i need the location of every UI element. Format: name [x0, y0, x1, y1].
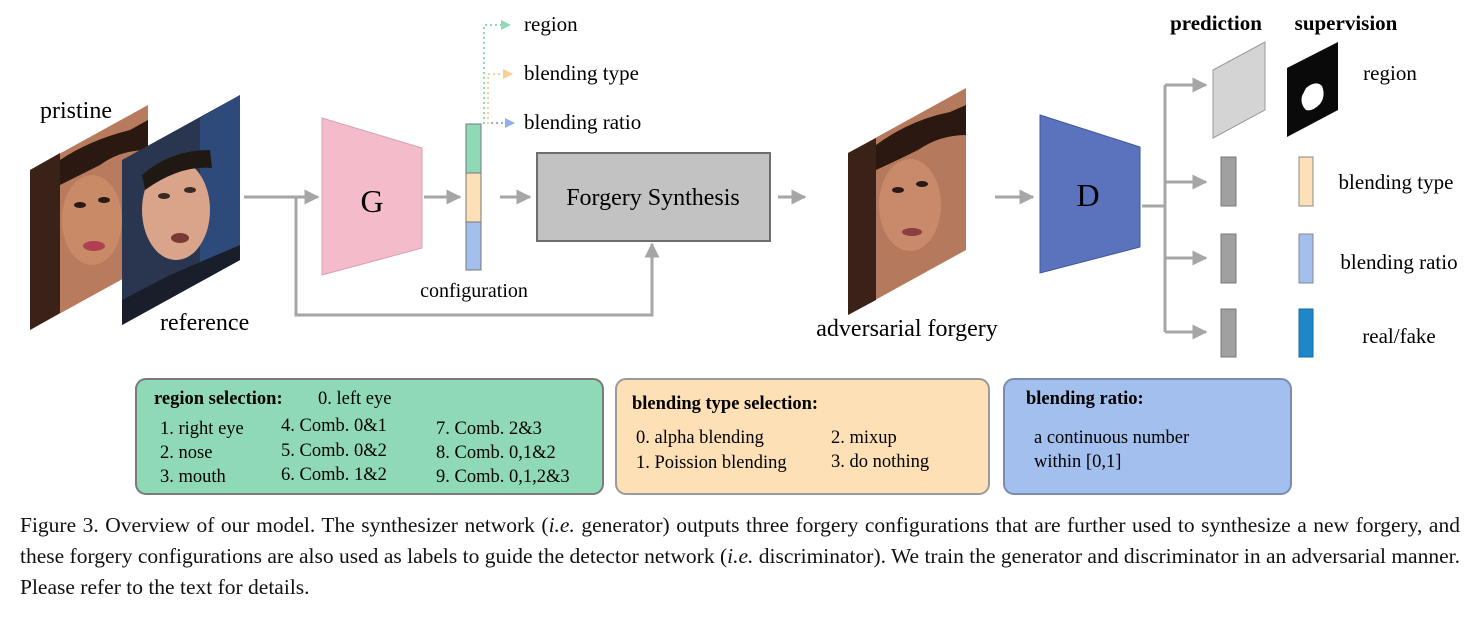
- generator-block: [321, 117, 423, 276]
- adversarial-forgery-label: adversarial forgery: [816, 316, 997, 342]
- head-label-real-fake: real/fake: [1362, 324, 1435, 348]
- region-option-1: 1. right eye: [160, 419, 244, 439]
- region-option-8: 8. Comb. 0,1&2: [436, 443, 556, 463]
- discriminator-label: D: [1076, 177, 1099, 213]
- blending-ratio-panel-title: blending ratio:: [1026, 389, 1144, 409]
- head-label-region: region: [1363, 61, 1417, 85]
- caption-ie-1: i.e.: [548, 513, 575, 537]
- adversarial-forgery-image: [848, 88, 966, 315]
- configuration-vector: [465, 123, 482, 271]
- region-option-2: 2. nose: [160, 443, 212, 463]
- blending-type-option-3: 3. do nothing: [831, 452, 929, 472]
- blending-ratio-line-2: within [0,1]: [1034, 452, 1121, 472]
- region-selection-panel: region selection: 0. left eye 1. right e…: [135, 378, 604, 495]
- pristine-label: pristine: [40, 98, 112, 124]
- figure-caption: Figure 3. Overview of our model. The syn…: [20, 510, 1460, 603]
- blending-type-panel: blending type selection: 0. alpha blendi…: [615, 378, 990, 495]
- configuration-label: configuration: [420, 280, 528, 302]
- blending-ratio-line-1: a continuous number: [1034, 428, 1189, 448]
- real-fake-supervision-bar: [1298, 308, 1314, 358]
- prediction-header: prediction: [1170, 11, 1262, 35]
- discriminator-block: [1039, 114, 1141, 274]
- discriminator-branch-arrows: [1142, 77, 1208, 340]
- region-option-3: 3. mouth: [160, 467, 226, 487]
- caption-part-2: generator) outputs three forgery configu…: [20, 513, 1460, 568]
- region-prediction-map: [1212, 41, 1266, 139]
- blending-type-option-0: 0. alpha blending: [636, 428, 764, 448]
- region-supervision-mask: [1287, 42, 1338, 137]
- blending-type-option-1: 1. Poission blending: [636, 453, 787, 473]
- caption-part-3: discriminator). We train the generator a…: [20, 544, 1460, 599]
- blending-type-prediction-bar: [1220, 156, 1237, 207]
- blending-type-supervision-bar: [1298, 156, 1314, 207]
- model-overview-diagram: pristine reference G configuration regio…: [30, 11, 1458, 495]
- generator-label: G: [360, 183, 383, 219]
- head-label-blending-type: blending type: [1339, 170, 1454, 194]
- caption-ie-2: i.e.: [727, 544, 754, 568]
- config-output-region: region: [524, 12, 578, 36]
- blending-type-option-2: 2. mixup: [831, 428, 897, 448]
- head-label-blending-ratio: blending ratio: [1340, 250, 1457, 274]
- config-output-blending-type: blending type: [524, 61, 639, 85]
- real-fake-prediction-bar: [1220, 308, 1237, 358]
- blending-type-panel-title: blending type selection:: [632, 394, 818, 414]
- region-panel-title: region selection:: [154, 389, 283, 409]
- caption-part-1: Figure 3. Overview of our model. The syn…: [20, 513, 549, 537]
- pristine-face-image: [30, 105, 148, 330]
- config-output-blending-ratio: blending ratio: [524, 110, 641, 134]
- config-output-arrows: [483, 20, 515, 128]
- blending-ratio-supervision-bar: [1298, 233, 1314, 284]
- region-option-7: 7. Comb. 2&3: [436, 419, 542, 439]
- region-option-5: 5. Comb. 0&2: [281, 441, 387, 461]
- reference-label: reference: [160, 310, 249, 336]
- forgery-synthesis-block: [536, 152, 771, 242]
- region-option-0: 0. left eye: [318, 389, 391, 409]
- reference-face-image: [122, 95, 240, 325]
- region-option-9: 9. Comb. 0,1,2&3: [436, 467, 570, 487]
- blending-ratio-panel: blending ratio: a continuous number with…: [1003, 378, 1292, 495]
- region-option-4: 4. Comb. 0&1: [281, 416, 387, 436]
- blending-ratio-prediction-bar: [1220, 233, 1237, 284]
- forgery-synthesis-label: Forgery Synthesis: [566, 185, 740, 211]
- input-arrows: [244, 189, 660, 317]
- region-option-6: 6. Comb. 1&2: [281, 465, 387, 485]
- supervision-header: supervision: [1295, 11, 1398, 35]
